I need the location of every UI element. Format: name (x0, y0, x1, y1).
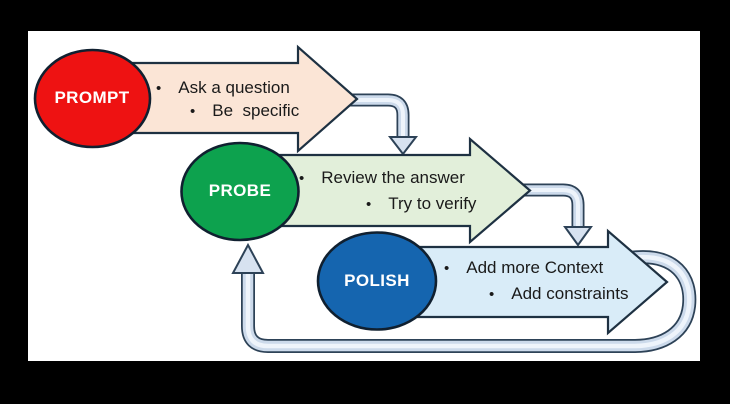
connector-prompt-to-probe (346, 93, 419, 156)
polish-node (316, 231, 438, 331)
bullet-icon: • (489, 286, 495, 303)
bullet-icon: • (299, 170, 305, 187)
bullet-icon: • (156, 80, 162, 97)
probe-bullet-1: • Review the answer (299, 167, 465, 190)
bullet-text: Add more Context (466, 258, 604, 277)
polish-node-label: POLISH (344, 271, 410, 290)
down-arrowhead-icon (387, 136, 419, 156)
connector2-pipe-highlight (520, 188, 580, 226)
prompt-bullet-2: • Be specific (190, 100, 299, 123)
loop-pipe-highlight (245, 254, 692, 349)
probe-node (180, 141, 300, 242)
polish-bullet-1: • Add more Context (444, 257, 603, 280)
bullet-text: Review the answer (321, 168, 465, 187)
prompt-node (33, 48, 152, 149)
bullet-icon: • (366, 196, 372, 213)
connector-probe-to-polish (520, 183, 593, 247)
prompt-bullet-1: • Ask a question (156, 77, 290, 100)
prompt-node-label: PROMPT (54, 88, 130, 107)
up-arrowhead-icon (231, 242, 265, 274)
probe-bullet-2: • Try to verify (366, 193, 476, 216)
bullet-icon: • (190, 103, 196, 120)
bullet-icon: • (444, 260, 450, 277)
down-arrowhead-icon (563, 226, 593, 247)
bullet-text: Try to verify (388, 194, 477, 213)
bullet-text: Be specific (212, 101, 300, 120)
probe-node-label: PROBE (208, 181, 272, 200)
prompt-arrow-shape (113, 44, 359, 154)
connector-polish-to-probe-loop (231, 242, 697, 353)
bullet-text: Ask a question (178, 78, 290, 97)
connector1-pipe-highlight (346, 98, 405, 136)
polish-bullet-2: • Add constraints (489, 283, 628, 306)
bullet-text: Add constraints (511, 284, 629, 303)
